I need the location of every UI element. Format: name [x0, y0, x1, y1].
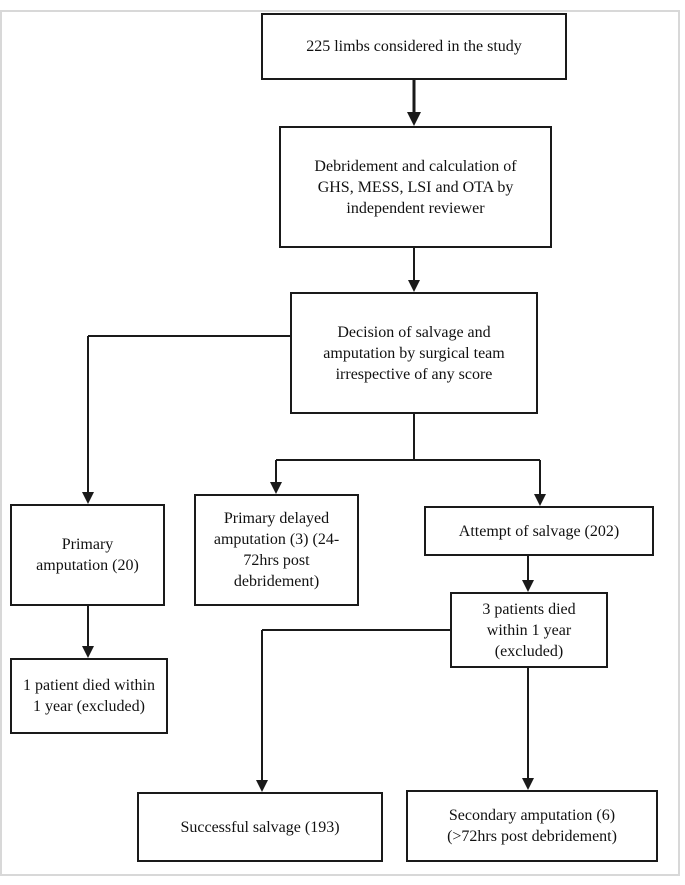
node-secondary-amputation-label: Secondary amputation (6) (>72hrs post de…	[447, 807, 617, 845]
node-debridement: Debridement and calculation of GHS, MESS…	[279, 126, 552, 248]
arrowhead-decision	[408, 280, 420, 292]
arrowhead-primary-amputation	[82, 492, 94, 504]
node-patient-died: 1 patient died within 1 year (excluded)	[10, 658, 168, 734]
node-debridement-label: Debridement and calculation of GHS, MESS…	[314, 157, 517, 217]
arrowhead-patient-died	[82, 646, 94, 658]
node-decision: Decision of salvage and amputation by su…	[290, 292, 538, 414]
node-limbs-considered: 225 limbs considered in the study	[261, 13, 567, 80]
arrowhead-primary-delayed	[270, 482, 282, 494]
node-secondary-amputation: Secondary amputation (6) (>72hrs post de…	[406, 790, 658, 862]
arrowhead-secondary-amputation	[522, 778, 534, 790]
node-three-died-label: 3 patients died within 1 year (excluded)	[482, 600, 576, 660]
arrowhead-debridement	[407, 112, 421, 126]
node-primary-delayed-label: Primary delayed amputation (3) (24-72hrs…	[213, 510, 340, 590]
node-primary-delayed-amputation: Primary delayed amputation (3) (24-72hrs…	[194, 494, 359, 606]
node-attempt-salvage-label: Attempt of salvage (202)	[458, 522, 620, 540]
node-decision-label: Decision of salvage and amputation by su…	[323, 323, 505, 383]
node-three-patients-died: 3 patients died within 1 year (excluded)	[450, 592, 608, 668]
node-successful-salvage-label: Successful salvage (193)	[180, 818, 340, 836]
node-primary-amputation: Primary amputation (20)	[10, 504, 165, 606]
node-limbs-label: 225 limbs considered in the study	[306, 38, 522, 55]
arrowhead-successful-salvage	[256, 780, 268, 792]
arrowhead-three-died	[522, 580, 534, 592]
arrowhead-attempt-salvage	[534, 494, 546, 506]
node-primary-amputation-label: Primary amputation (20)	[36, 536, 139, 574]
node-attempt-salvage: Attempt of salvage (202)	[424, 506, 654, 556]
node-patient-died-label: 1 patient died within 1 year (excluded)	[23, 677, 155, 715]
node-successful-salvage: Successful salvage (193)	[137, 792, 383, 862]
